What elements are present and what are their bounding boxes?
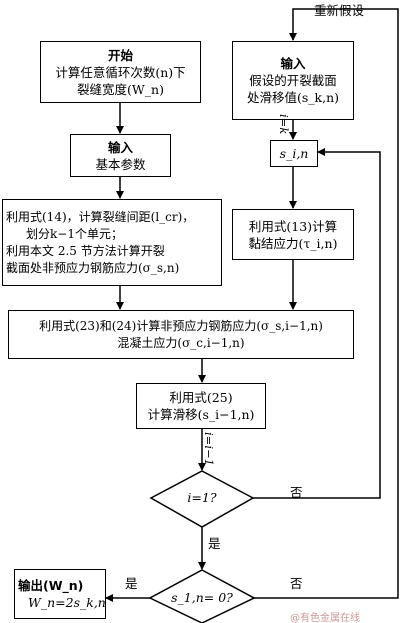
input-assumed-box: 输入 假设的开裂截面 处滑移值(s_k,n)	[232, 41, 354, 120]
input-basic-heading: 输入	[107, 139, 133, 155]
s-in-box: s_i,n	[270, 140, 318, 167]
arrow-no-loop	[253, 148, 381, 499]
crack-spacing-line-2: 划分k−1个单元；	[26, 226, 123, 241]
crack-spacing-line-4: 截面处非预应力钢筋应力(σ_s,n)	[6, 260, 180, 275]
decision-diamond-i	[149, 470, 255, 528]
input-assumed-line-1: 假设的开裂截面	[249, 73, 337, 88]
reassume-label: 重新假设	[314, 3, 365, 18]
decision-i-text: i=1?	[187, 490, 217, 505]
no-label-2: 否	[290, 576, 303, 591]
i-eq-i-minus-1-label: i=i−1	[202, 432, 216, 466]
yes-label-1: 是	[208, 536, 221, 551]
steel-concrete-line-2: 混凝土应力(σ_c,i−1,n)	[117, 335, 245, 350]
bond-stress-line-1: 利用式(13)计算	[248, 218, 338, 234]
arrow-reassume-loop	[254, 8, 399, 599]
watermark: @有色金属在线	[290, 613, 360, 623]
steel-concrete-line-1: 利用式(23)和(24)计算非预应力钢筋应力(σ_s,i−1,n)	[39, 318, 323, 333]
input-assumed-line-2: 处滑移值(s_k,n)	[246, 90, 340, 105]
crack-spacing-line-3: 利用本文 2.5 节方法计算开裂	[6, 243, 165, 258]
bond-stress-box: 利用式(13)计算 黏结应力(τ_i,n)	[232, 209, 354, 260]
start-line-2: 裂缝宽度(W_n)	[77, 81, 164, 97]
steel-concrete-box: 利用式(23)和(24)计算非预应力钢筋应力(σ_s,i−1,n) 混凝土应力(…	[8, 310, 354, 359]
yes-label-2: 是	[125, 576, 138, 591]
slip-line-1: 利用式(25)	[169, 390, 233, 405]
i-eq-k-label: i=k	[277, 114, 291, 135]
output-heading: 输出(W_n)	[18, 578, 84, 593]
output-formula: W_n=2s_k,n	[28, 595, 106, 610]
slip-line-2: 计算滑移(s_i−1,n)	[147, 407, 255, 422]
output-box: 输出(W_n) W_n=2s_k,n	[14, 569, 106, 619]
s-in-text: s_i,n	[279, 146, 309, 161]
crack-spacing-line-1: 利用式(14)，计算裂缝间距(l_cr)，	[6, 209, 195, 224]
input-assumed-heading: 输入	[280, 56, 306, 71]
no-label-1: 否	[290, 485, 303, 500]
start-line-1: 计算任意循环次数(n)下	[55, 64, 186, 80]
slip-box: 利用式(25) 计算滑移(s_i−1,n)	[136, 383, 266, 429]
bond-stress-line-2: 黏结应力(τ_i,n)	[248, 235, 338, 251]
crack-spacing-box: 利用式(14)，计算裂缝间距(l_cr)， 划分k−1个单元； 利用本文 2.5…	[2, 199, 222, 286]
decision-s-text: s_1,n= 0?	[171, 590, 233, 605]
input-basic-line: 基本参数	[95, 156, 146, 172]
input-basic-box: 输入 基本参数	[70, 134, 171, 177]
start-heading: 开始	[107, 47, 133, 63]
decision-diamond-s	[148, 569, 256, 623]
start-box: 开始 计算任意循环次数(n)下 裂缝宽度(W_n)	[40, 41, 201, 103]
